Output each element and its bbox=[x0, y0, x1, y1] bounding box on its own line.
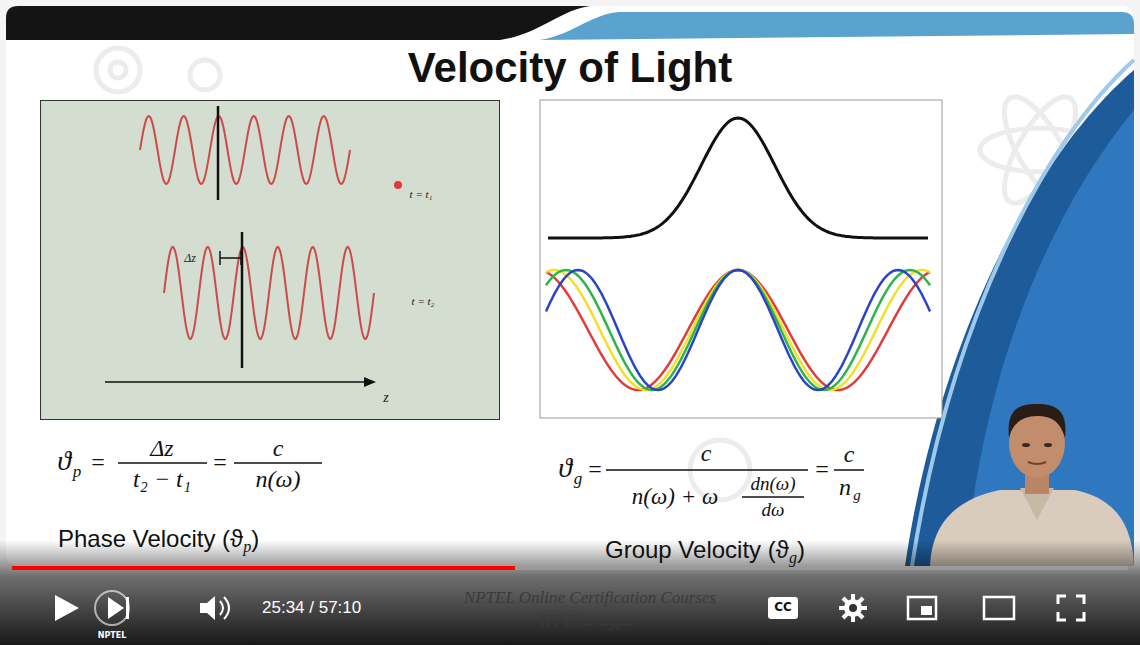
numerator: Δz bbox=[150, 435, 173, 461]
denominator: t₂ − t₁ bbox=[133, 466, 191, 492]
caption-text: Phase Velocity (ϑ bbox=[58, 525, 243, 553]
subscript: g bbox=[853, 487, 861, 504]
theta-symbol: ϑ bbox=[57, 446, 71, 477]
fraction-bars bbox=[118, 463, 864, 497]
denominator: n(ω) bbox=[256, 466, 301, 492]
phase-velocity-plot bbox=[40, 100, 500, 420]
slide-title: Velocity of Light bbox=[408, 45, 732, 91]
watermark: IIT Kharagpur bbox=[540, 612, 640, 631]
time-label: t = t₁ bbox=[410, 188, 433, 200]
logo-text: NPTEL bbox=[98, 632, 127, 641]
subscript: g bbox=[789, 549, 797, 567]
wave-curve bbox=[546, 270, 930, 390]
axis-label: z bbox=[383, 390, 388, 405]
derivative-numerator: dn(ω) bbox=[750, 474, 795, 495]
numerator: c bbox=[273, 435, 284, 461]
equals-sign: = bbox=[815, 456, 829, 482]
time-label: t = t₂ bbox=[412, 295, 435, 307]
velocity-caption: Phase Velocity (ϑp) bbox=[58, 525, 259, 553]
equals-sign: = bbox=[213, 449, 227, 475]
equals-sign: = bbox=[588, 456, 602, 482]
wave-curve bbox=[548, 118, 928, 238]
numerator: c bbox=[701, 440, 712, 466]
denominator: n(ω) + ω bbox=[632, 484, 718, 509]
theta-symbol: ϑ bbox=[558, 453, 572, 484]
subscript: p bbox=[243, 538, 251, 556]
denominator: n bbox=[839, 474, 851, 500]
caption-text: ) bbox=[251, 525, 259, 553]
equals-sign: = bbox=[91, 449, 105, 475]
wave-curve bbox=[164, 247, 374, 339]
wave-curve bbox=[546, 270, 930, 390]
subscript: g bbox=[574, 470, 583, 489]
caption-text: Group Velocity (ϑ bbox=[605, 536, 789, 564]
subscript: p bbox=[73, 463, 82, 482]
delta-z-label: Δz bbox=[184, 252, 196, 265]
wave-curve bbox=[140, 116, 350, 184]
numerator: c bbox=[844, 441, 855, 467]
wave-curve bbox=[546, 270, 930, 390]
caption-text: ) bbox=[797, 536, 805, 564]
velocity-caption: Group Velocity (ϑg) bbox=[605, 536, 805, 564]
derivative-denominator: dω bbox=[762, 500, 785, 521]
caption-button: CC bbox=[774, 601, 792, 614]
watermark: NPTEL Online Certification Courses bbox=[464, 589, 716, 608]
phase-panel: t = t₁ Δz t = t₂ z bbox=[40, 100, 500, 420]
time-display: 25:34 / 57:10 bbox=[262, 599, 361, 618]
group-velocity-plot bbox=[546, 118, 930, 390]
wave-curve bbox=[546, 270, 930, 390]
